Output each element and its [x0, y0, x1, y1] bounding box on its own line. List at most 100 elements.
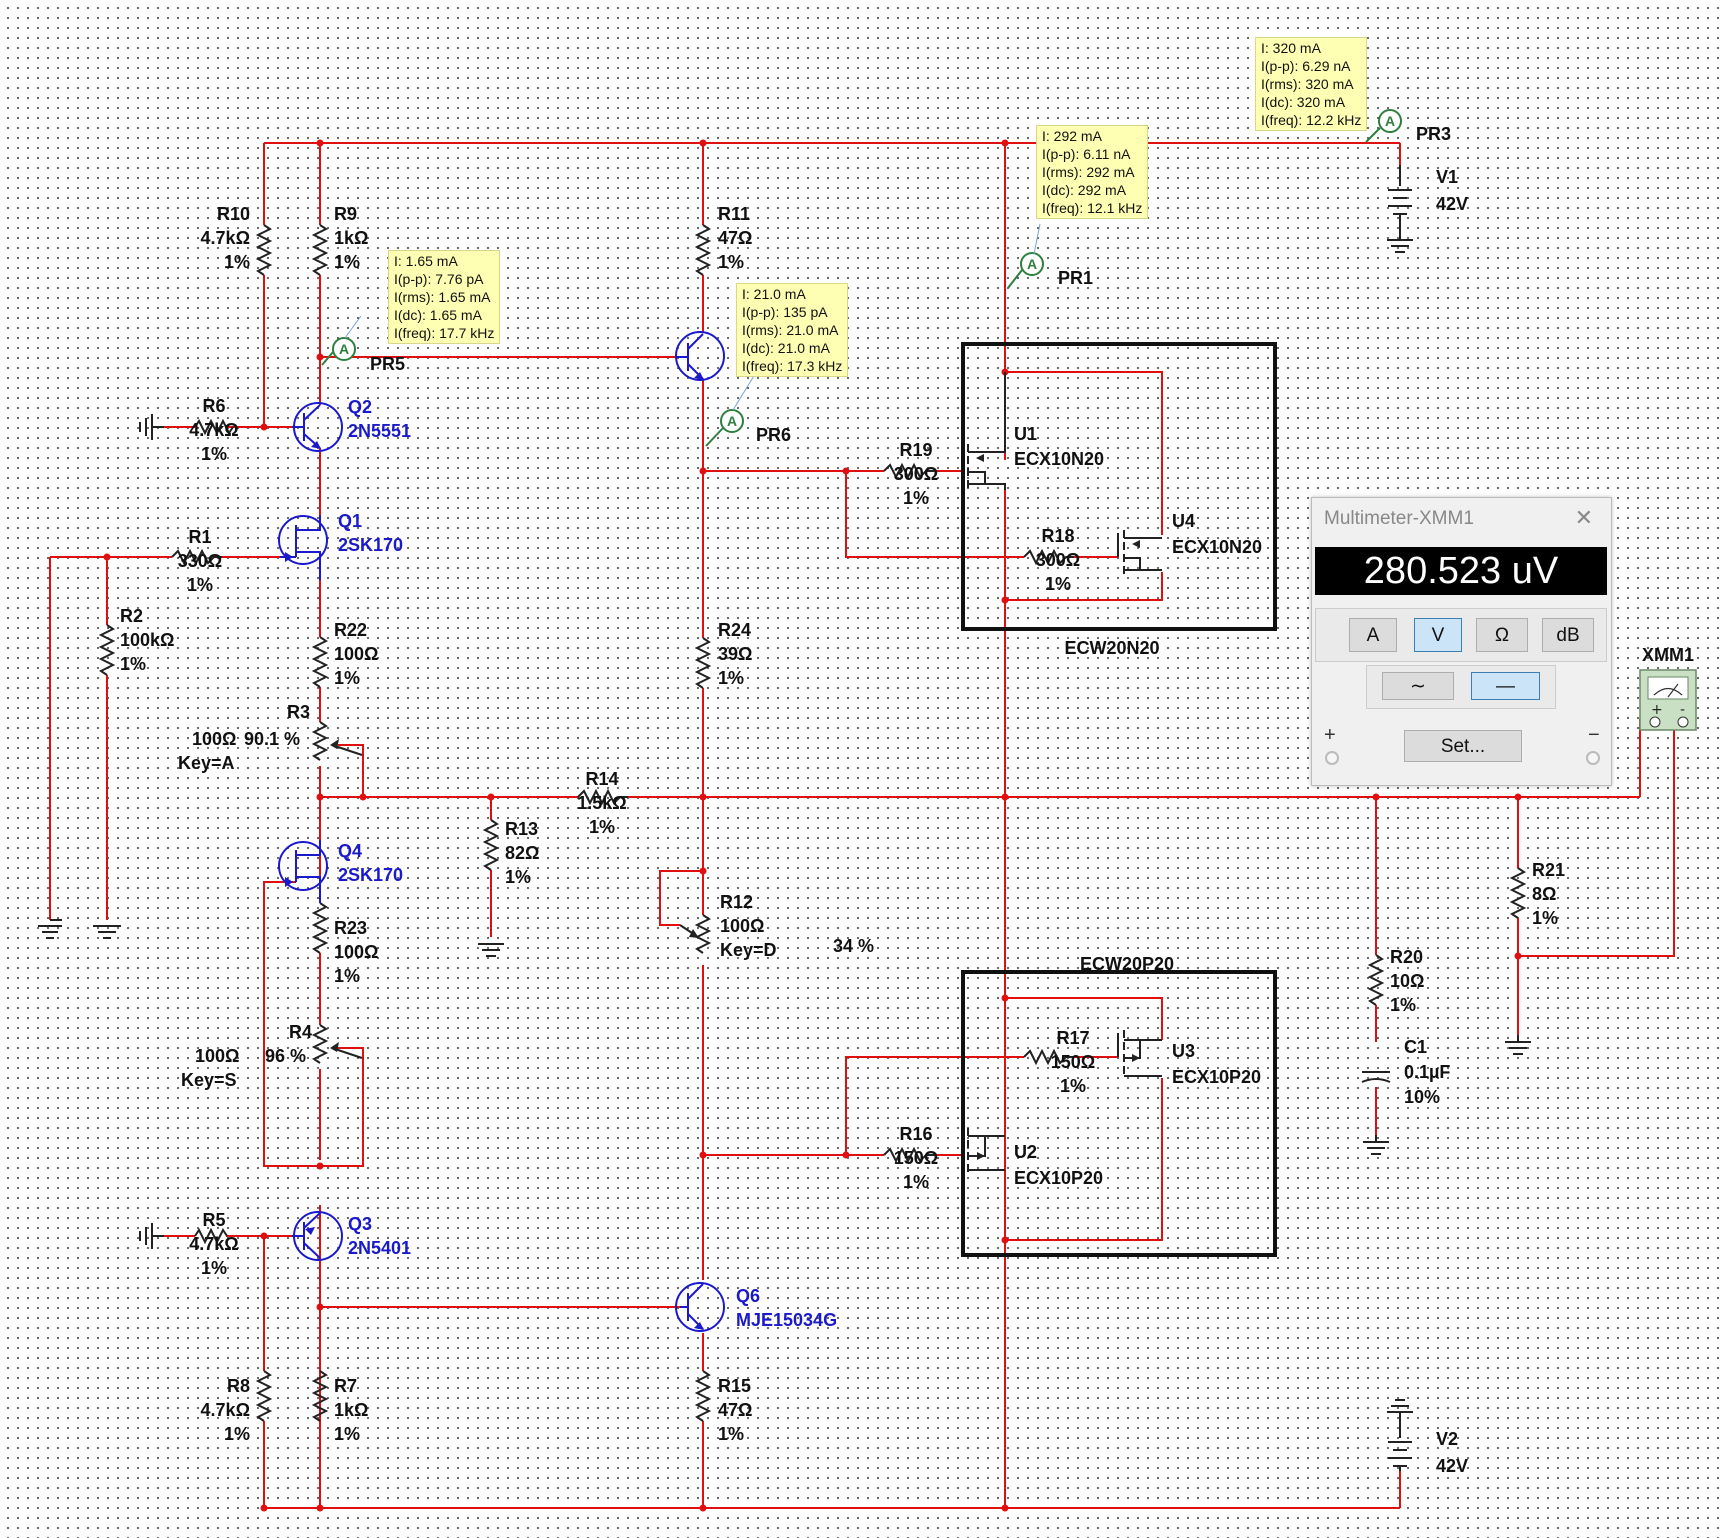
resistor-r16[interactable] [883, 1146, 934, 1164]
resistor-label-r2: R2 [120, 606, 143, 626]
resistor-r7[interactable] [311, 1370, 329, 1422]
probe-reading-line: I(rms): 320 mA [1261, 76, 1354, 92]
multimeter-window[interactable]: Multimeter-XMM1 ✕ 280.523 uV A V Ω dB ∼ … [1311, 497, 1612, 786]
resistor-label-r17-tolerance: 1% [1060, 1076, 1086, 1096]
set-button[interactable]: Set... [1404, 730, 1522, 762]
probe-pr1[interactable]: A [1007, 252, 1044, 289]
resistor-label-r9-value: 1kΩ [334, 228, 368, 248]
probe-reading-line: I(p-p): 6.11 nA [1042, 146, 1131, 162]
xmm1-instrument[interactable] [1639, 669, 1697, 731]
resistor-label-r20-tolerance: 1% [1390, 995, 1416, 1015]
resistor-label-r7-tolerance: 1% [334, 1424, 360, 1444]
resistor-r17[interactable] [1023, 1048, 1074, 1066]
resistor-label-r17-value: 150Ω [1051, 1052, 1095, 1072]
resistor-label-r13-value: 82Ω [505, 843, 539, 863]
svg-text:A: A [1385, 113, 1395, 129]
mosfet-u4[interactable] [1117, 530, 1162, 574]
transistor-q6[interactable] [675, 1282, 725, 1332]
probe-reading-line: I(p-p): 7.76 pA [394, 271, 484, 287]
resistor-r15[interactable] [694, 1370, 712, 1422]
capacitor-value-c1: 0.1µF [1404, 1062, 1450, 1082]
transistor-q3[interactable] [292, 1211, 343, 1261]
ground-icon [1387, 1399, 1413, 1420]
probe-reading-line: I(dc): 1.65 mA [394, 307, 482, 323]
resistor-r10[interactable] [255, 224, 273, 276]
resistor-r24[interactable] [694, 637, 712, 689]
module-box-ecw20p20[interactable] [961, 970, 1277, 1257]
ac-coupling-button[interactable]: ∼ [1382, 672, 1454, 700]
mosfet-label-u2: U2 [1014, 1142, 1037, 1162]
pot-label-r4: R4 [289, 1022, 312, 1042]
multimeter-display: 280.523 uV [1315, 547, 1607, 595]
capacitor-tolerance-c1: 10% [1404, 1087, 1440, 1107]
mode-button-voltmeter[interactable]: V [1414, 618, 1462, 652]
resistor-r9[interactable] [311, 224, 329, 276]
resistor-r13[interactable] [482, 819, 500, 871]
pot-label-r3: R3 [287, 702, 310, 722]
resistor-label-r6: R6 [202, 396, 225, 416]
transistor-q11[interactable] [675, 331, 725, 381]
transistor-label-q3: Q3 [348, 1214, 372, 1234]
dc-coupling-button[interactable]: — [1471, 672, 1540, 700]
probe-reading-line: I(rms): 21.0 mA [742, 322, 839, 338]
resistor-r11[interactable] [694, 224, 712, 276]
probe-pr6[interactable]: A [705, 409, 744, 447]
ground-icon [38, 925, 62, 939]
ground-icon [93, 925, 121, 939]
capacitor-c1[interactable] [1361, 1071, 1391, 1083]
resistor-r22[interactable] [311, 636, 329, 688]
resistor-r6[interactable] [194, 418, 234, 436]
source-label-v1: V1 [1436, 167, 1458, 187]
resistor-r18[interactable] [1023, 548, 1074, 566]
battery-v2[interactable] [1388, 1420, 1412, 1471]
potentiometer-r4[interactable] [311, 1024, 363, 1064]
transistor-q2[interactable] [292, 402, 343, 452]
mosfet-part-u1: ECX10N20 [1014, 449, 1104, 469]
resistor-label-r1: R1 [188, 527, 211, 547]
close-icon[interactable]: ✕ [1574, 506, 1593, 531]
mosfet-u3[interactable] [1117, 1030, 1162, 1077]
resistor-r20[interactable] [1367, 954, 1385, 1006]
resistor-r14[interactable] [577, 788, 628, 806]
resistor-r23[interactable] [311, 902, 329, 954]
probe-label-pr6: PR6 [756, 425, 791, 445]
resistor-r2[interactable] [98, 624, 116, 676]
resistor-r1[interactable] [171, 548, 222, 566]
probe-reading-line: I(rms): 1.65 mA [394, 289, 491, 305]
mosfet-u1[interactable] [961, 372, 1006, 490]
resistor-r5[interactable] [194, 1227, 228, 1245]
resistor-r19[interactable] [883, 462, 934, 480]
svg-text:A: A [727, 413, 737, 429]
resistor-label-r23-value: 100Ω [334, 942, 378, 962]
potentiometer-r3[interactable] [311, 721, 363, 761]
probe-reading-line: I(dc): 320 mA [1261, 94, 1346, 110]
probe-pr5[interactable]: A [321, 337, 356, 366]
instrument-minus-label: - [1680, 702, 1685, 718]
pot-label-r4-value: 100Ω [195, 1046, 239, 1066]
probe-reading-line: I(freq): 12.1 kHz [1042, 200, 1143, 216]
pot-label-r12-percent: 34 % [833, 936, 874, 956]
resistor-label-r24: R24 [718, 620, 751, 640]
module-box-ecw20n20[interactable] [961, 342, 1277, 631]
mode-button-ohmmeter[interactable]: Ω [1476, 618, 1528, 652]
probe-reading-line: I(dc): 292 mA [1042, 182, 1127, 198]
battery-v1[interactable] [1388, 165, 1412, 232]
jfet-q4[interactable] [278, 840, 328, 903]
mode-button-decibel[interactable]: dB [1542, 618, 1594, 652]
mosfet-label-u3: U3 [1172, 1041, 1195, 1061]
resistor-label-r24-value: 39Ω [718, 644, 752, 664]
mode-button-ammeter[interactable]: A [1349, 618, 1397, 652]
jfet-q1[interactable] [278, 515, 328, 580]
resistor-label-r11-tolerance: 1% [718, 252, 744, 272]
probe-pr3[interactable]: A [1365, 109, 1402, 143]
mosfet-u2[interactable] [961, 1128, 1005, 1172]
potentiometer-r12[interactable] [679, 914, 712, 954]
component-labels: R104.7kΩ1%R91kΩ1%R1147Ω1%R64.7kΩ1%R1330Ω… [120, 124, 1694, 1476]
resistor-r8[interactable] [255, 1370, 273, 1422]
resistor-r21[interactable] [1509, 867, 1527, 919]
minus-terminal[interactable] [1586, 751, 1600, 765]
resistor-label-r10: R10 [217, 204, 250, 224]
plus-terminal[interactable] [1325, 751, 1339, 765]
